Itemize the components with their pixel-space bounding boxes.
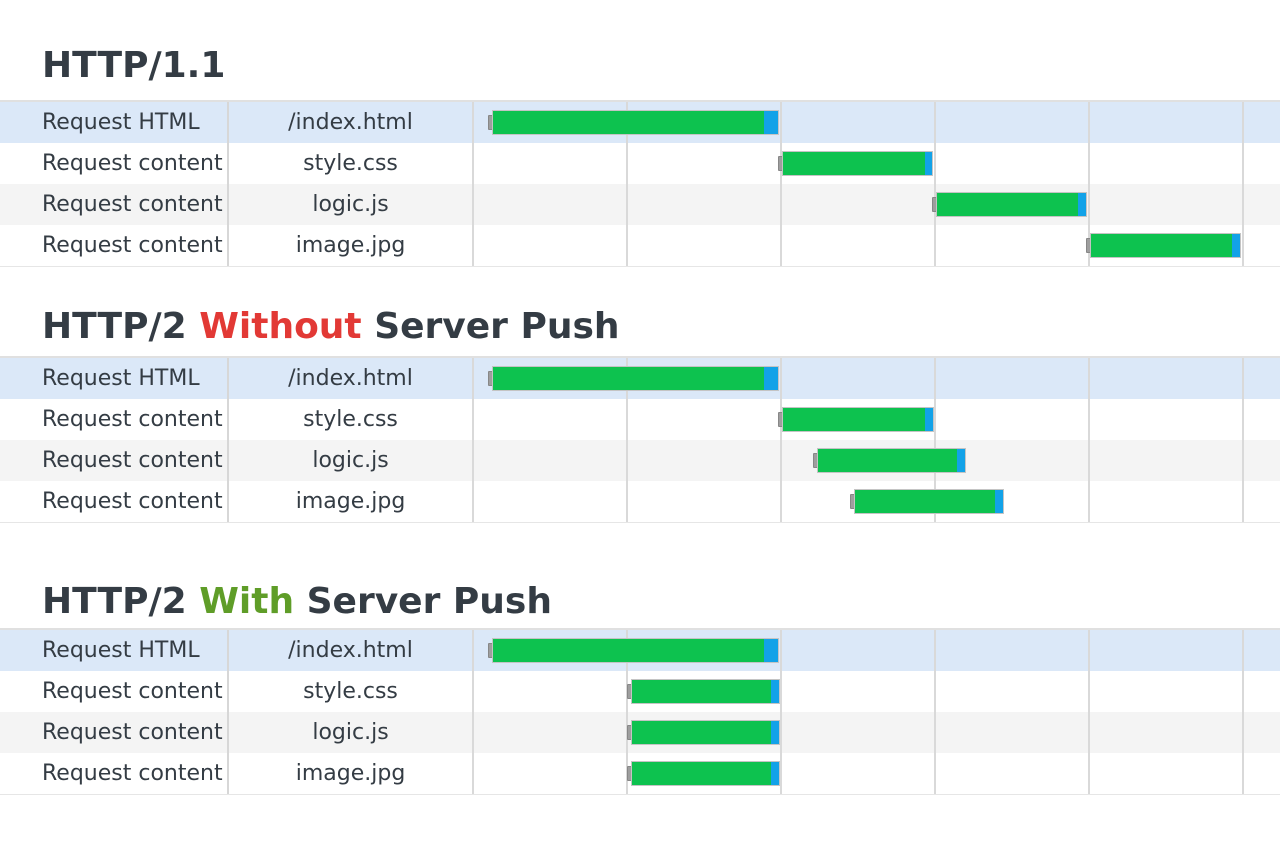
timeline-cell <box>472 630 1280 671</box>
title-highlight: Without <box>199 306 362 347</box>
action-cell: Request content <box>0 671 229 712</box>
table-row: Request content style.css <box>0 399 1280 440</box>
file-cell: /index.html <box>288 638 413 663</box>
title-text: HTTP/2 <box>42 306 200 347</box>
action-cell: Request content <box>0 753 229 794</box>
table-row: Request content image.jpg <box>0 225 1280 266</box>
timeline-cell <box>472 481 1280 522</box>
timing-bar <box>631 679 780 704</box>
section-title-http2-no-push: HTTP/2 Without Server Push <box>42 305 620 348</box>
finish-segment <box>957 449 965 472</box>
action-cell: Request content <box>0 184 229 225</box>
title-text: Server Push <box>361 306 620 347</box>
action-cell: Request content <box>0 143 229 184</box>
action-cell: Request HTML <box>0 358 229 399</box>
timeline-cell <box>472 225 1280 266</box>
timing-bar <box>492 366 779 391</box>
file-cell: image.jpg <box>295 489 406 514</box>
table-row: Request content style.css <box>0 671 1280 712</box>
title-text: HTTP/2 <box>42 581 200 622</box>
table-row: Request HTML /index.html <box>0 358 1280 399</box>
finish-segment <box>771 721 779 744</box>
file-cell: style.css <box>303 151 398 176</box>
title-highlight: With <box>199 581 295 622</box>
finish-segment <box>771 680 779 703</box>
waterfall-table-http2-no-push: Request HTML /index.html Request content… <box>0 356 1280 523</box>
action-cell: Request content <box>0 399 229 440</box>
timing-bar <box>936 192 1087 217</box>
file-cell: /index.html <box>288 110 413 135</box>
finish-segment <box>925 408 933 431</box>
section-title-http2-push: HTTP/2 With Server Push <box>42 580 552 623</box>
file-cell: logic.js <box>312 448 389 473</box>
file-cell: style.css <box>303 407 398 432</box>
timing-bar <box>631 720 780 745</box>
timing-bar <box>782 407 934 432</box>
timing-bar <box>854 489 1004 514</box>
table-row: Request content image.jpg <box>0 753 1280 794</box>
table-row: Request content image.jpg <box>0 481 1280 522</box>
timeline-cell <box>472 440 1280 481</box>
waterfall-table-http11: Request HTML /index.html Request content… <box>0 100 1280 267</box>
timing-bar <box>817 448 966 473</box>
table-row: Request content style.css <box>0 143 1280 184</box>
action-cell: Request HTML <box>0 102 229 143</box>
timeline-cell <box>472 753 1280 794</box>
waterfall-table-http2-push: Request HTML /index.html Request content… <box>0 628 1280 795</box>
file-cell: image.jpg <box>295 761 406 786</box>
action-cell: Request content <box>0 712 229 753</box>
timeline-cell <box>472 671 1280 712</box>
finish-segment <box>925 152 932 175</box>
timeline-cell <box>472 143 1280 184</box>
table-row: Request HTML /index.html <box>0 102 1280 143</box>
title-text: Server Push <box>294 581 552 622</box>
finish-segment <box>1078 193 1086 216</box>
timing-bar <box>492 110 779 135</box>
timeline-cell <box>472 102 1280 143</box>
table-row: Request content logic.js <box>0 712 1280 753</box>
table-row: Request content logic.js <box>0 440 1280 481</box>
finish-segment <box>1232 234 1240 257</box>
file-cell: /index.html <box>288 366 413 391</box>
timing-bar <box>782 151 933 176</box>
file-cell: logic.js <box>312 720 389 745</box>
action-cell: Request content <box>0 225 229 266</box>
timing-bar <box>1090 233 1241 258</box>
table-row: Request content logic.js <box>0 184 1280 225</box>
section-title-http11: HTTP/1.1 <box>42 44 225 87</box>
timeline-cell <box>472 399 1280 440</box>
timeline-cell <box>472 358 1280 399</box>
table-row: Request HTML /index.html <box>0 630 1280 671</box>
timing-bar <box>492 638 779 663</box>
timeline-cell <box>472 184 1280 225</box>
file-cell: style.css <box>303 679 398 704</box>
finish-segment <box>764 367 778 390</box>
file-cell: logic.js <box>312 192 389 217</box>
finish-segment <box>771 762 779 785</box>
timeline-cell <box>472 712 1280 753</box>
title-text: HTTP/1.1 <box>42 45 226 86</box>
file-cell: image.jpg <box>295 233 406 258</box>
finish-segment <box>764 111 778 134</box>
finish-segment <box>995 490 1003 513</box>
action-cell: Request content <box>0 481 229 522</box>
action-cell: Request HTML <box>0 630 229 671</box>
action-cell: Request content <box>0 440 229 481</box>
timing-bar <box>631 761 780 786</box>
finish-segment <box>764 639 778 662</box>
